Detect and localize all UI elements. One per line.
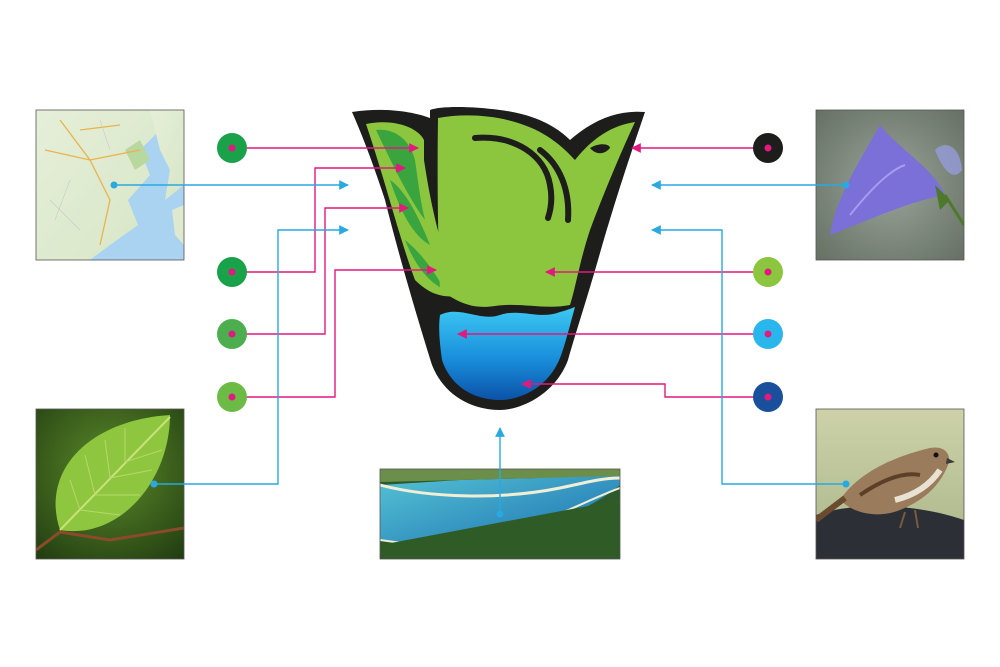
logo-emblem bbox=[352, 107, 645, 410]
connector-start-dot bbox=[496, 510, 504, 518]
logo-water bbox=[439, 307, 575, 400]
swatch-dot bbox=[764, 144, 772, 152]
swatch-dark-green bbox=[217, 133, 247, 163]
swatch-sky-blue bbox=[753, 319, 783, 349]
connector-navy-blue bbox=[521, 379, 768, 398]
connector-start-dot bbox=[110, 181, 118, 189]
photo-beech-leaf bbox=[36, 409, 184, 559]
swatch-light-green bbox=[217, 382, 247, 412]
connector-start-dot bbox=[842, 480, 850, 488]
swatch-dot bbox=[764, 268, 772, 276]
swatch-black bbox=[753, 133, 783, 163]
swatch-dot bbox=[228, 268, 236, 276]
connectors bbox=[114, 143, 846, 514]
swatch-dot bbox=[228, 144, 236, 152]
swatch-navy-blue bbox=[753, 382, 783, 412]
connector-sparrow bbox=[651, 225, 846, 485]
color-swatches bbox=[217, 133, 783, 412]
connector-green-3 bbox=[232, 203, 409, 335]
connector-start-dot bbox=[842, 181, 850, 189]
swatch-dot bbox=[764, 330, 772, 338]
swatch-green-2 bbox=[217, 257, 247, 287]
connector-light-green bbox=[232, 265, 437, 398]
connector-green-2 bbox=[232, 163, 406, 273]
swatch-green-3 bbox=[217, 319, 247, 349]
logo-bird bbox=[437, 115, 635, 307]
swatch-dot bbox=[228, 330, 236, 338]
swatch-dot bbox=[764, 393, 772, 401]
swatch-lime bbox=[753, 257, 783, 287]
connector-start-dot bbox=[150, 480, 158, 488]
swatch-dot bbox=[228, 393, 236, 401]
connector-leaf bbox=[154, 225, 349, 485]
